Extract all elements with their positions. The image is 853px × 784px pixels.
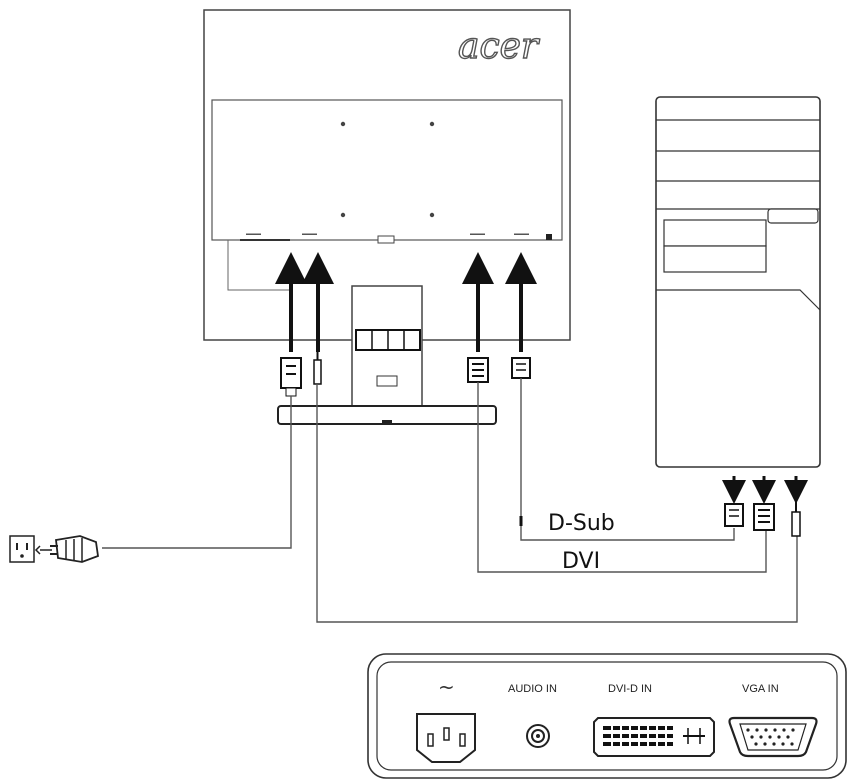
vga-in-label: VGA IN xyxy=(742,683,779,695)
download-arrows xyxy=(722,476,808,504)
power-symbol-label: ~ xyxy=(438,675,455,699)
vga-connector-monitor xyxy=(511,357,531,379)
power-cable xyxy=(102,396,292,549)
audio-in-label: AUDIO IN xyxy=(508,683,557,695)
monitor-stand xyxy=(277,285,497,425)
dvi-d-in-port-icon xyxy=(593,717,715,757)
vga-in-port-icon xyxy=(728,716,818,758)
dvi-cable-label: DVI xyxy=(562,549,600,574)
audio-jack-connector-pc xyxy=(791,500,801,537)
svg-text:▬▬▬: ▬▬▬ xyxy=(246,231,261,237)
svg-text:▬▬▬: ▬▬▬ xyxy=(514,231,529,237)
pc-tower xyxy=(655,96,821,468)
dvi-cable xyxy=(477,382,767,573)
rear-panel xyxy=(211,99,563,241)
wall-outlet-icon xyxy=(9,535,35,563)
svg-text:▬▬▬: ▬▬▬ xyxy=(302,231,317,237)
dvi-connector-pc xyxy=(753,503,775,531)
audio-jack-connector-monitor xyxy=(313,352,322,385)
vesa-mount-holes xyxy=(340,121,435,218)
dsub-cable xyxy=(520,378,735,541)
power-plug-connector xyxy=(280,357,302,397)
audio-in-port-icon xyxy=(526,724,550,748)
dvi-connector-monitor xyxy=(467,357,489,383)
cables xyxy=(102,378,798,623)
ports-panel: ~ AUDIO IN DVI-D IN VGA IN xyxy=(367,653,847,779)
monitor-back: acer ▬▬▬ ▬▬▬ ▬▬▬ ▬▬▬ xyxy=(203,9,571,341)
brand-logo: acer xyxy=(458,26,540,67)
upload-arrows xyxy=(275,252,537,352)
power-socket-icon xyxy=(416,713,476,763)
audio-cable xyxy=(316,384,798,623)
svg-text:▬▬▬: ▬▬▬ xyxy=(470,231,485,237)
power-plug-icon xyxy=(34,535,99,563)
dsub-cable-label: D-Sub xyxy=(548,511,615,536)
dvi-d-in-label: DVI-D IN xyxy=(608,683,652,695)
vga-connector-pc xyxy=(724,503,744,527)
